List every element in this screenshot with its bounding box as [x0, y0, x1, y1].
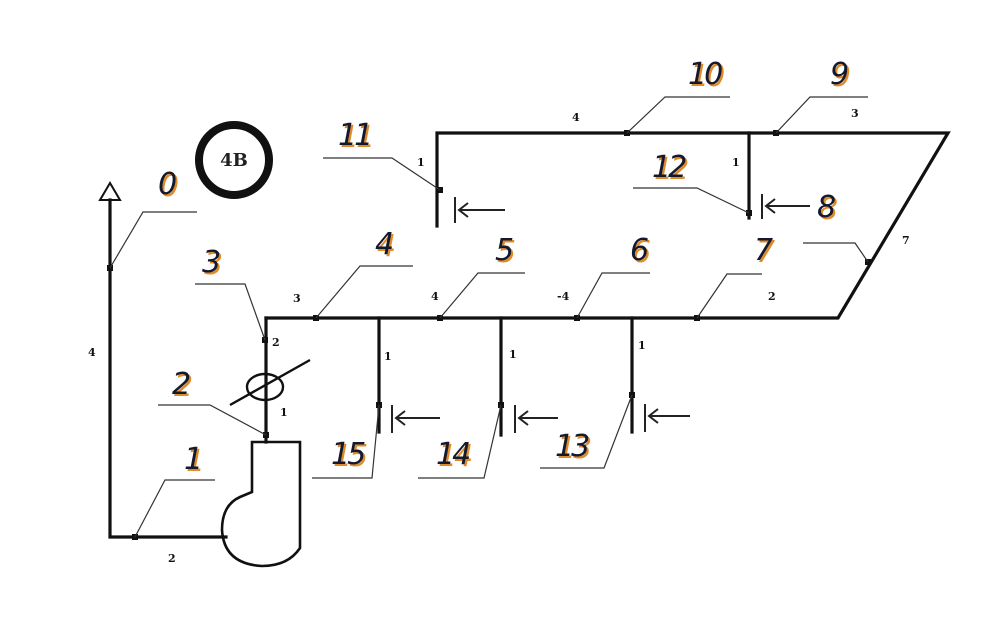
node-label-4: 4 — [375, 227, 392, 262]
duct-main-run — [264, 131, 951, 320]
segment-label: 4 — [431, 290, 439, 303]
node-label-13: 13 — [555, 429, 589, 464]
node-label-9: 9 — [830, 57, 848, 92]
node-label-11: 11 — [338, 118, 370, 153]
segment-label: 1 — [384, 350, 392, 363]
grille-icon — [391, 194, 810, 433]
node-label-1: 1 — [184, 442, 200, 477]
exhaust-arrow-icon — [98, 181, 122, 201]
segment-label: 1 — [732, 156, 740, 169]
segment-label: 3 — [851, 107, 859, 120]
segment-label: 2 — [272, 336, 280, 349]
fan-icon — [220, 440, 302, 568]
segment-label: 4 — [572, 111, 580, 124]
leader-lines — [109, 96, 869, 538]
node-label-12: 12 — [652, 150, 686, 185]
segment-label: 1 — [280, 406, 288, 419]
duct-left-riser — [108, 198, 228, 539]
segment-labels: 4 2 1 2 3 4 -4 2 7 1 1 1 1 4 3 1 — [88, 107, 910, 565]
segment-label: 2 — [768, 290, 776, 303]
segment-label: 4 — [88, 346, 96, 359]
segment-label: 3 — [293, 292, 301, 305]
node-labels: 0 1 2 3 4 5 6 7 8 9 10 11 12 13 14 15 — [158, 57, 851, 477]
damper-icon — [229, 358, 311, 407]
node-label-15: 15 — [331, 437, 365, 472]
node-label-7: 7 — [754, 233, 773, 268]
segment-label: 1 — [638, 339, 646, 352]
node-label-0: 0 — [158, 167, 176, 202]
node-label-2: 2 — [172, 367, 190, 402]
node-label-6: 6 — [630, 233, 648, 268]
segment-label: -4 — [557, 290, 570, 303]
node-label-3: 3 — [202, 245, 220, 280]
segment-label: 2 — [168, 552, 176, 565]
node-label-10: 10 — [688, 57, 722, 92]
unit-badge-text: 4B — [220, 150, 248, 171]
segment-label: 1 — [509, 348, 517, 361]
unit-badge: 4B — [195, 121, 273, 199]
node-label-5: 5 — [495, 233, 513, 268]
segment-label: 7 — [902, 234, 910, 247]
node-label-14: 14 — [436, 437, 469, 472]
segment-label: 1 — [417, 156, 425, 169]
node-label-8: 8 — [817, 190, 835, 225]
